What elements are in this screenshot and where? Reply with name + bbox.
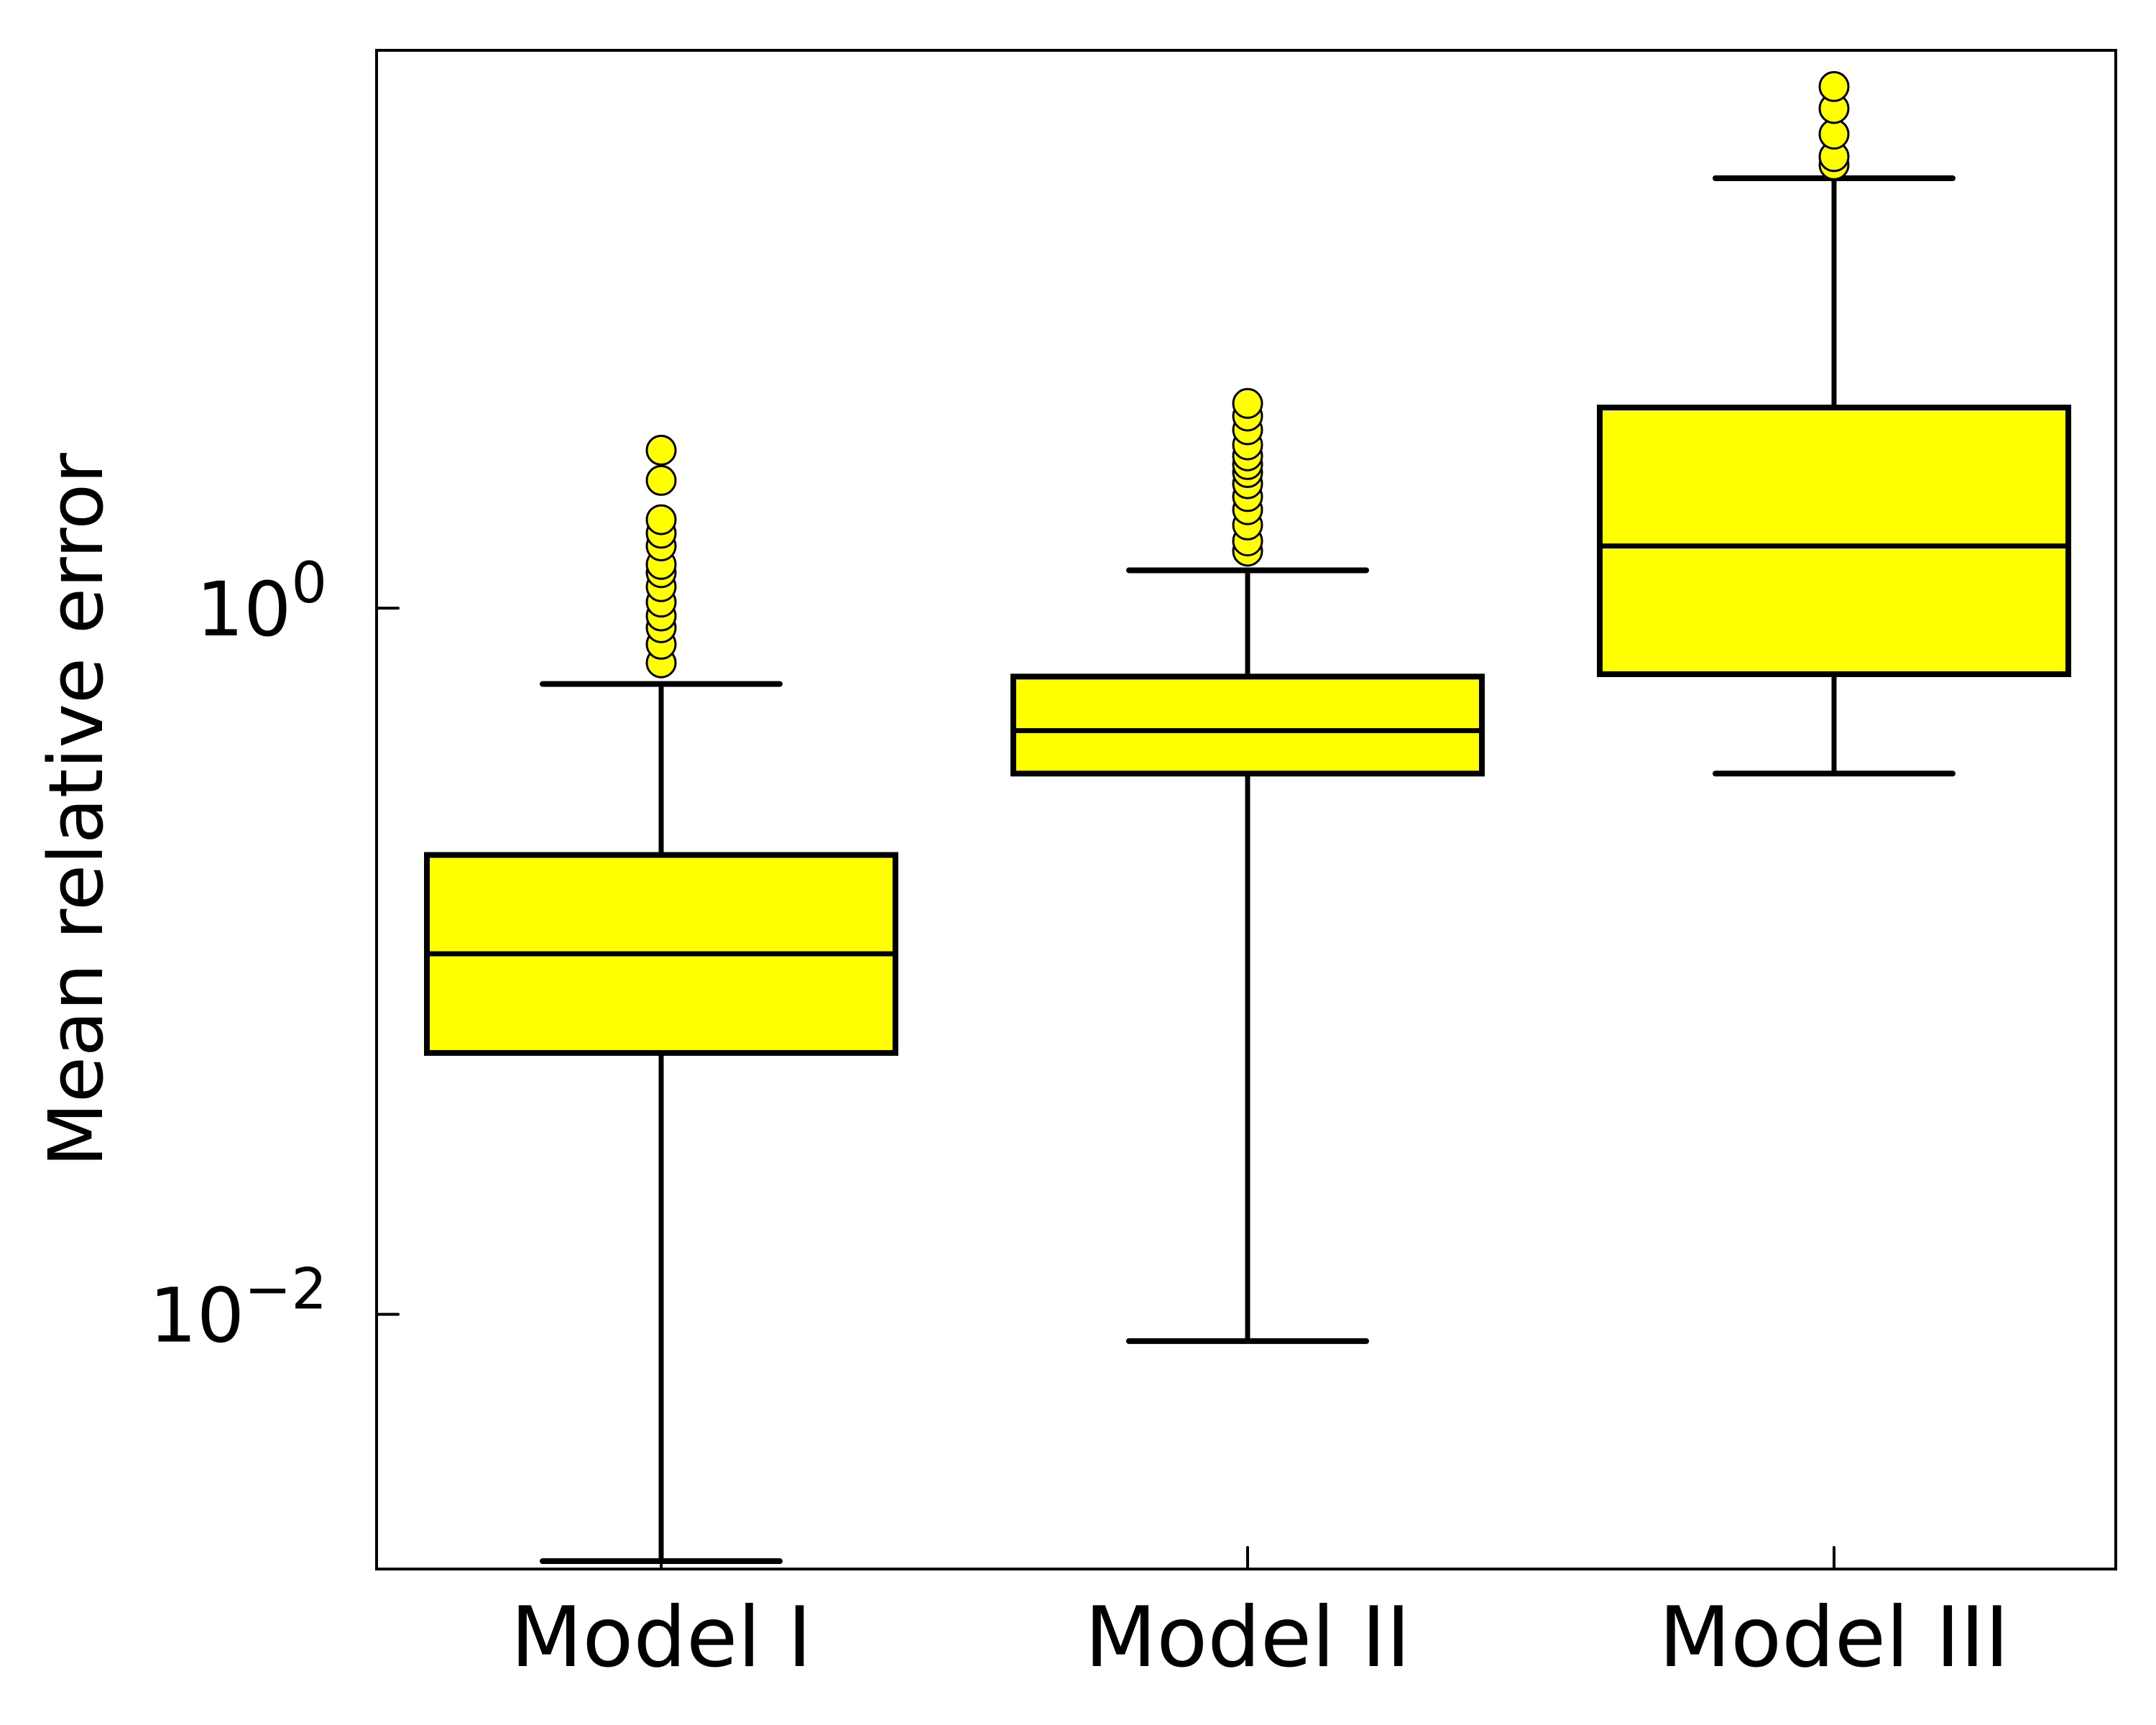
outlier-point (1818, 119, 1850, 150)
x-tick-label-1: Model I (510, 1589, 811, 1686)
outlier-point (1818, 70, 1850, 102)
box-2 (1010, 673, 1485, 777)
box-3 (1597, 404, 2071, 678)
x-tick-label-2: Model II (1084, 1589, 1411, 1686)
y-tick-label-0: 100 (196, 551, 327, 653)
y-tick-label-1: 10−2 (149, 1258, 327, 1360)
x-tick-label-3: Model III (1659, 1589, 2009, 1686)
outlier-point (645, 464, 677, 496)
outlier-point (645, 504, 677, 535)
outlier-point (645, 434, 677, 466)
outlier-point (1232, 387, 1263, 419)
y-axis-label: Mean relative error (32, 453, 120, 1167)
